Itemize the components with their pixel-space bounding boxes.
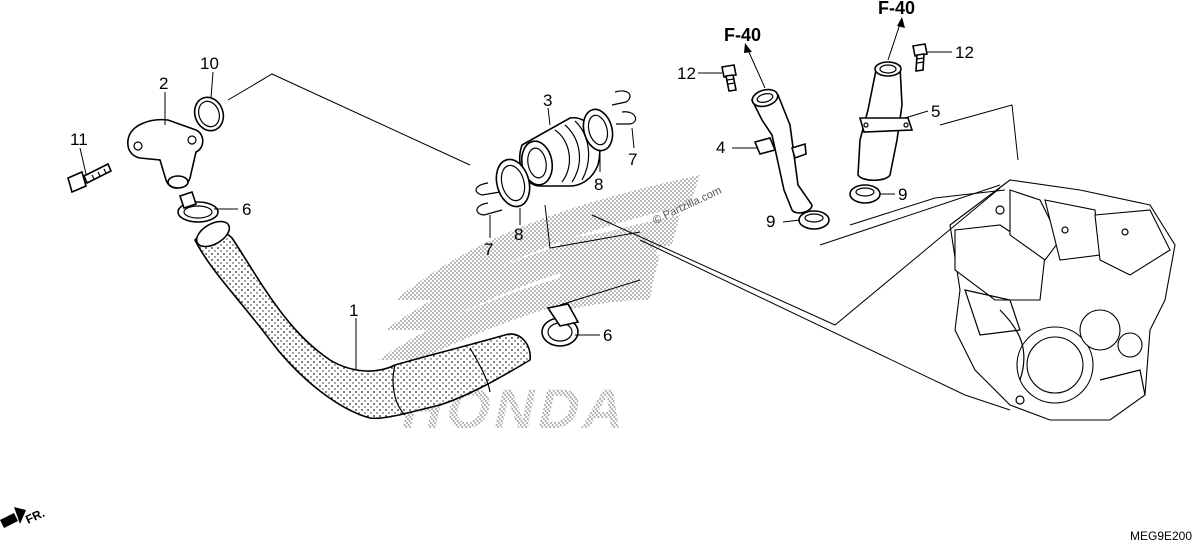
callout-1: 1 <box>349 301 358 320</box>
arrow-to-f40-right <box>887 17 905 61</box>
bolt-part-12-right <box>912 43 928 72</box>
arrow-to-f40-left <box>744 43 766 89</box>
water-pipe-part-4 <box>750 88 813 214</box>
o-ring-part-8-left <box>495 158 531 208</box>
seal-part-9-right <box>849 184 881 204</box>
callout-7-right: 7 <box>628 150 637 169</box>
joint-rubber-part-3 <box>518 117 601 187</box>
callout-12-left: 12 <box>677 64 696 83</box>
callout-3: 3 <box>543 91 552 110</box>
hose-clamp-part-6-upper <box>177 190 219 223</box>
reference-f40-left: F-40 <box>724 25 761 45</box>
seal-part-9-left <box>798 210 830 230</box>
callout-5: 5 <box>931 102 940 121</box>
outlet-fitting-part-2 <box>127 118 204 189</box>
water-pipe-part-5 <box>857 61 914 182</box>
diagram-code: MEG9E200 <box>1130 529 1192 542</box>
callout-leaders <box>79 51 952 370</box>
callout-8-left: 8 <box>514 225 523 244</box>
callout-9-left: 9 <box>766 212 775 231</box>
leader-lines <box>227 73 1019 411</box>
callout-6-upper: 6 <box>242 200 251 219</box>
bolt-part-12-left <box>721 64 737 92</box>
engine-block <box>949 179 1176 421</box>
callout-11: 11 <box>70 130 88 149</box>
callout-9-right: 9 <box>898 185 907 204</box>
clip-part-7-right <box>611 90 637 125</box>
front-direction-arrow-icon <box>0 507 26 528</box>
callout-10: 10 <box>200 54 219 73</box>
o-ring-part-10 <box>193 96 225 132</box>
reference-f40-right: F-40 <box>878 0 915 18</box>
honda-wing-logo <box>378 175 700 360</box>
callout-7-left: 7 <box>484 240 493 259</box>
hose-clamp-part-6-lower <box>541 303 580 347</box>
callout-6-lower: 6 <box>603 326 612 345</box>
clip-part-7-left <box>475 182 503 216</box>
callout-4: 4 <box>716 138 725 157</box>
callout-12-right: 12 <box>955 43 974 62</box>
front-direction-label: FR. <box>23 506 46 527</box>
hose-part-1 <box>194 220 531 420</box>
bolt-part-11 <box>67 162 113 194</box>
o-ring-part-8-right <box>582 108 614 152</box>
callout-2: 2 <box>159 74 168 93</box>
callout-8-right: 8 <box>594 175 603 194</box>
